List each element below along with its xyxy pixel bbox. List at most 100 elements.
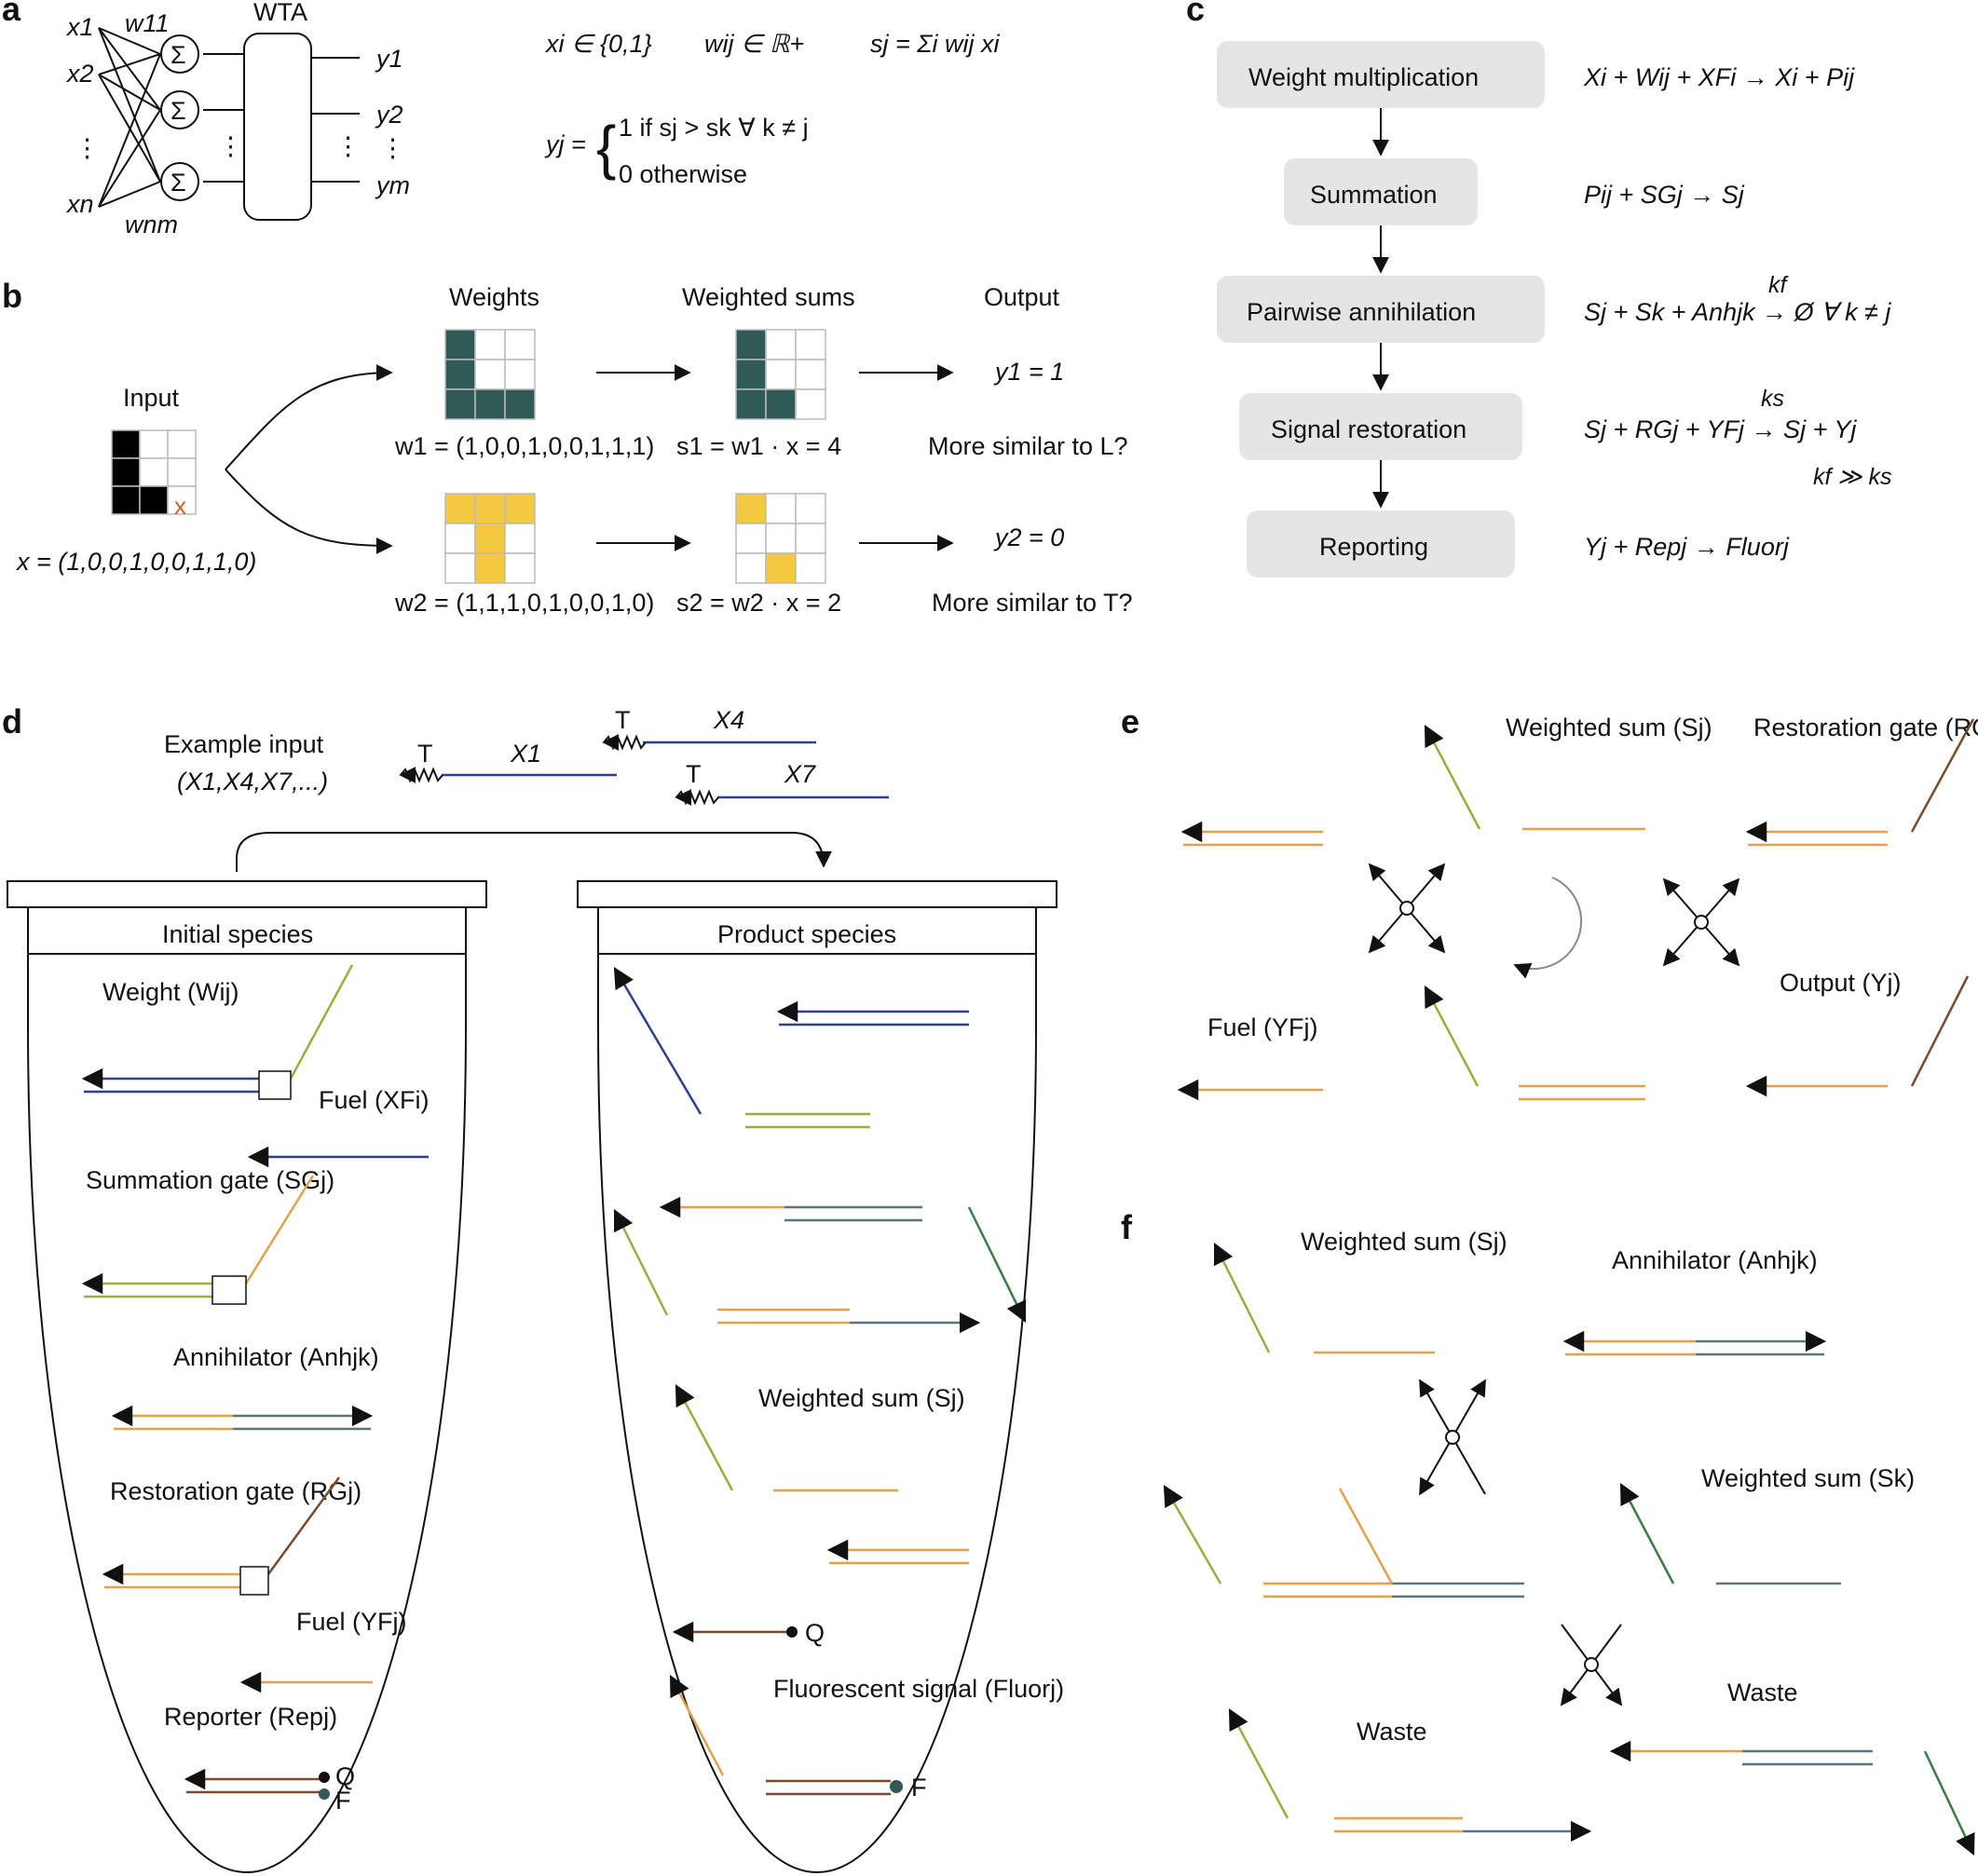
grid-cell xyxy=(444,329,476,360)
q-label: Q xyxy=(335,1762,355,1790)
quencher-dot xyxy=(319,1772,330,1783)
box-pairwise-annihilation xyxy=(1217,276,1545,343)
step-label: Reporting xyxy=(1319,533,1428,561)
species-label: Waste xyxy=(1727,1679,1798,1706)
box-weight-multiplication xyxy=(1217,41,1545,108)
fuel-xf: Fuel (XFi) xyxy=(247,1086,430,1168)
grid-cell xyxy=(474,493,506,524)
grid-cell xyxy=(735,493,767,524)
step-weight-multiplication: Weight multiplication Xi + Wij + XFi → X… xyxy=(1217,41,1855,108)
panel-label-f: f xyxy=(1121,1208,1133,1246)
grid-cell xyxy=(765,359,797,390)
y2-output: y2 = 0 xyxy=(993,523,1064,551)
product-weight-released xyxy=(613,967,870,1129)
eq-y-case1: 1 if sj > sk ∀ k ≠ j xyxy=(619,114,809,142)
panel-a-network: x1 x2 ⋮ xn w11 wnm Σ Σ Σ ⋮ WTA ⋮ y1 y2 ⋮… xyxy=(65,0,410,238)
output-title: Output xyxy=(984,283,1060,311)
w1-grid xyxy=(444,329,536,420)
wta-box xyxy=(243,33,312,221)
grid-cell xyxy=(474,523,506,554)
eq-weighted-sum: sj = Σi wij xi xyxy=(870,30,1000,58)
grid-cell xyxy=(139,429,169,459)
box-summation xyxy=(1284,158,1478,225)
eq-x-domain: xi ∈ {0,1} xyxy=(544,30,652,58)
panel-label-d: d xyxy=(2,702,22,741)
panel-b: Input Weights Weighted sums Output x x =… xyxy=(15,283,1133,617)
species-label: Annihilator (Anhjk) xyxy=(173,1343,379,1371)
step-label: Signal restoration xyxy=(1271,415,1466,443)
grid-cell xyxy=(504,493,536,524)
species-label: Fuel (YFj) xyxy=(296,1608,407,1636)
grid-cell xyxy=(444,359,476,390)
step-pairwise-annihilation: Pairwise annihilation Sj + Sk + Anhjk → … xyxy=(1217,272,1891,343)
reaction-cross-f1 xyxy=(1419,1379,1486,1496)
input-grid xyxy=(111,429,197,515)
step-equation: Pij + SGj → Sj xyxy=(1584,181,1745,209)
waste-f2: Waste xyxy=(1609,1679,1975,1856)
product-fluorescent: Fluorescent signal (Fluorj) F xyxy=(669,1675,1064,1801)
grid-cell xyxy=(765,388,797,420)
step-equation: Sj + Sk + Anhjk → Ø ∀ k ≠ j xyxy=(1584,298,1891,326)
grid-cell xyxy=(167,429,197,459)
weighted-sum-j-f: Weighted sum (Sj) xyxy=(1213,1228,1507,1354)
species-label: Waste xyxy=(1357,1718,1427,1746)
grid-cell xyxy=(795,552,826,584)
panel-e: Weighted sum (Sj) Restoration gate (RGj)… xyxy=(1177,714,1978,1101)
rate-ks: ks xyxy=(1761,386,1784,412)
fuel-yf-e: Fuel (YFj) xyxy=(1177,1013,1323,1101)
grid-cell xyxy=(765,493,797,524)
species-label: Weighted sum (Sk) xyxy=(1701,1464,1915,1492)
grid-cell xyxy=(474,329,506,360)
strand-label: X4 xyxy=(713,706,744,734)
species-label: Weighted sum (Sj) xyxy=(758,1384,965,1412)
q-similar-T: More similar to T? xyxy=(932,589,1133,617)
species-label: Restoration gate (RGj) xyxy=(1753,714,1978,741)
output-ellipsis: ⋮ xyxy=(380,134,405,162)
grid-cell xyxy=(504,329,536,360)
sum-symbol-2: Σ xyxy=(171,97,186,125)
step-summation: Summation Pij + SGj → Sj xyxy=(1284,158,1745,225)
reporter: Reporter (Repj) Q F xyxy=(164,1703,355,1815)
grid-cell xyxy=(444,523,476,554)
panel-a-equations: xi ∈ {0,1} wij ∈ ℝ+ sj = Σi wij xi yj = … xyxy=(544,30,1000,188)
product-waste-annihilation xyxy=(613,1196,1027,1334)
wta-label: WTA xyxy=(253,0,307,26)
output-y2: y2 xyxy=(375,101,403,129)
grid-cell xyxy=(111,429,141,459)
weighted-sum-duplex-e xyxy=(1424,986,1645,1101)
f-label: F xyxy=(911,1774,927,1801)
input-xn: xn xyxy=(65,190,94,218)
waste-f1: Waste xyxy=(1228,1708,1592,1842)
eq-y-case2: 0 otherwise xyxy=(619,160,747,188)
summation-gate: Summation gate (SGj) xyxy=(81,1166,334,1305)
grid-cell xyxy=(795,359,826,390)
eq-y-brace: { xyxy=(596,114,616,181)
panel-d: Example input (X1,X4,X7,...) T X1 T X4 T… xyxy=(7,706,1064,1874)
reaction-cross-left xyxy=(1368,863,1446,954)
grid-cell xyxy=(735,523,767,554)
input-x2: x2 xyxy=(65,60,94,88)
species-label: Output (Yj) xyxy=(1780,969,1902,997)
input-strand-x4: T X4 xyxy=(602,706,816,751)
cycle-arrow xyxy=(1513,877,1583,979)
grid-cell xyxy=(111,485,141,515)
grid-cell xyxy=(444,493,476,524)
eq-w-domain: wij ∈ ℝ+ xyxy=(704,30,804,58)
species-label: Reporter (Repj) xyxy=(164,1703,337,1731)
q-similar-L: More similar to L? xyxy=(928,432,1128,460)
f-label: F xyxy=(335,1787,351,1815)
output-e: Output (Yj) xyxy=(1745,969,1970,1097)
s2-grid xyxy=(735,493,826,584)
tube-product: Product species xyxy=(577,880,1057,1874)
reaction-cross-f2 xyxy=(1560,1624,1623,1706)
grid-cell xyxy=(504,552,536,584)
species-label: Summation gate (SGj) xyxy=(86,1166,334,1194)
rate-note: kf ≫ ks xyxy=(1813,464,1892,490)
grid-cell xyxy=(504,388,536,420)
grid-cell xyxy=(167,457,197,487)
fluorophore-dot xyxy=(319,1788,330,1800)
grid-cell xyxy=(795,388,826,420)
grid-cell xyxy=(795,493,826,524)
weight-wnm: wnm xyxy=(125,211,178,238)
box-reporting xyxy=(1247,510,1515,578)
